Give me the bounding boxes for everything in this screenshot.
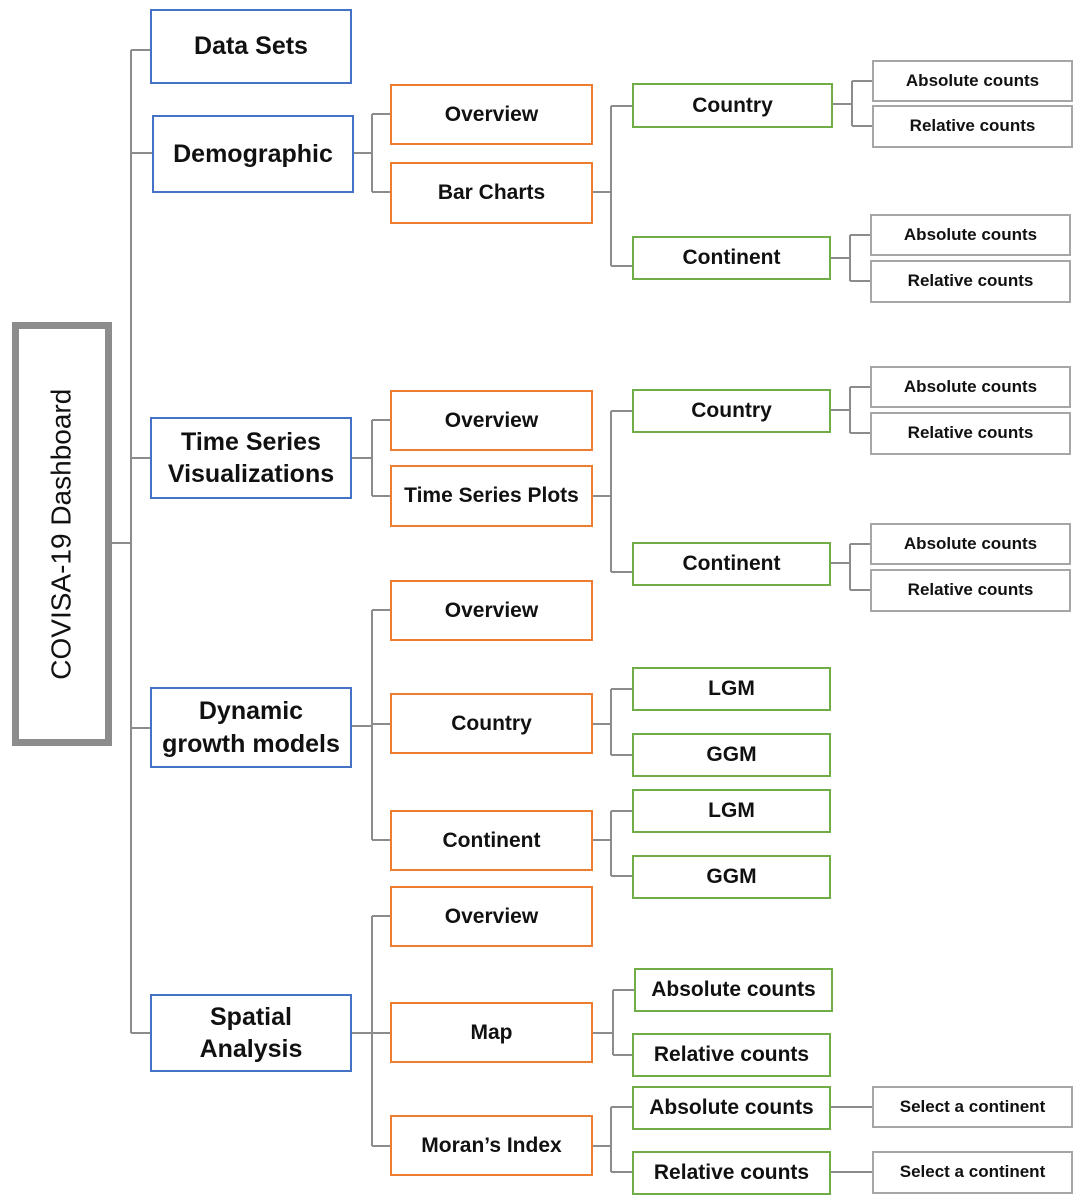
node-spatial-map[interactable]: Map (390, 1002, 593, 1063)
node-timeseries-continent[interactable]: Continent (632, 542, 831, 586)
node-timeseries-country[interactable]: Country (632, 389, 831, 433)
node-timeseries-overview[interactable]: Overview (390, 390, 593, 451)
node-spatial-moran-relative[interactable]: Relative counts (632, 1151, 831, 1195)
node-demographic-continent-relative[interactable]: Relative counts (870, 260, 1071, 303)
node-dynamic-country-ggm[interactable]: GGM (632, 733, 831, 777)
node-demographic-overview[interactable]: Overview (390, 84, 593, 145)
node-spatial-map-relative[interactable]: Relative counts (632, 1033, 831, 1077)
node-timeseries-country-relative[interactable]: Relative counts (870, 412, 1071, 455)
node-spatial-map-absolute[interactable]: Absolute counts (634, 968, 833, 1012)
node-dynamic-continent-ggm[interactable]: GGM (632, 855, 831, 899)
node-spatial-moran-relative-select-continent[interactable]: Select a continent (872, 1151, 1073, 1194)
root-label: COVISA-19 Dashboard (45, 388, 77, 680)
node-dynamic-country[interactable]: Country (390, 693, 593, 754)
root-node-dashboard: COVISA-19 Dashboard (12, 322, 112, 746)
node-spatial-analysis[interactable]: Spatial Analysis (150, 994, 352, 1072)
node-time-series-visualizations[interactable]: Time Series Visualizations (150, 417, 352, 499)
node-timeseries-plots[interactable]: Time Series Plots (390, 465, 593, 527)
node-spatial-moran-absolute-select-continent[interactable]: Select a continent (872, 1086, 1073, 1128)
node-demographic-country[interactable]: Country (632, 83, 833, 128)
node-dynamic-continent-lgm[interactable]: LGM (632, 789, 831, 833)
node-spatial-morans-index[interactable]: Moran’s Index (390, 1115, 593, 1176)
node-dynamic-growth-models[interactable]: Dynamic growth models (150, 687, 352, 768)
node-demographic-continent[interactable]: Continent (632, 236, 831, 280)
node-timeseries-continent-absolute[interactable]: Absolute counts (870, 523, 1071, 565)
node-spatial-overview[interactable]: Overview (390, 886, 593, 947)
node-demographic-country-absolute[interactable]: Absolute counts (872, 60, 1073, 102)
node-demographic-continent-absolute[interactable]: Absolute counts (870, 214, 1071, 256)
node-dynamic-continent[interactable]: Continent (390, 810, 593, 871)
node-timeseries-continent-relative[interactable]: Relative counts (870, 569, 1071, 612)
node-demographic[interactable]: Demographic (152, 115, 354, 193)
node-spatial-moran-absolute[interactable]: Absolute counts (632, 1086, 831, 1130)
node-demographic-country-relative[interactable]: Relative counts (872, 105, 1073, 148)
node-dynamic-overview[interactable]: Overview (390, 580, 593, 641)
node-demographic-bar-charts[interactable]: Bar Charts (390, 162, 593, 224)
node-data-sets[interactable]: Data Sets (150, 9, 352, 84)
node-dynamic-country-lgm[interactable]: LGM (632, 667, 831, 711)
node-timeseries-country-absolute[interactable]: Absolute counts (870, 366, 1071, 408)
